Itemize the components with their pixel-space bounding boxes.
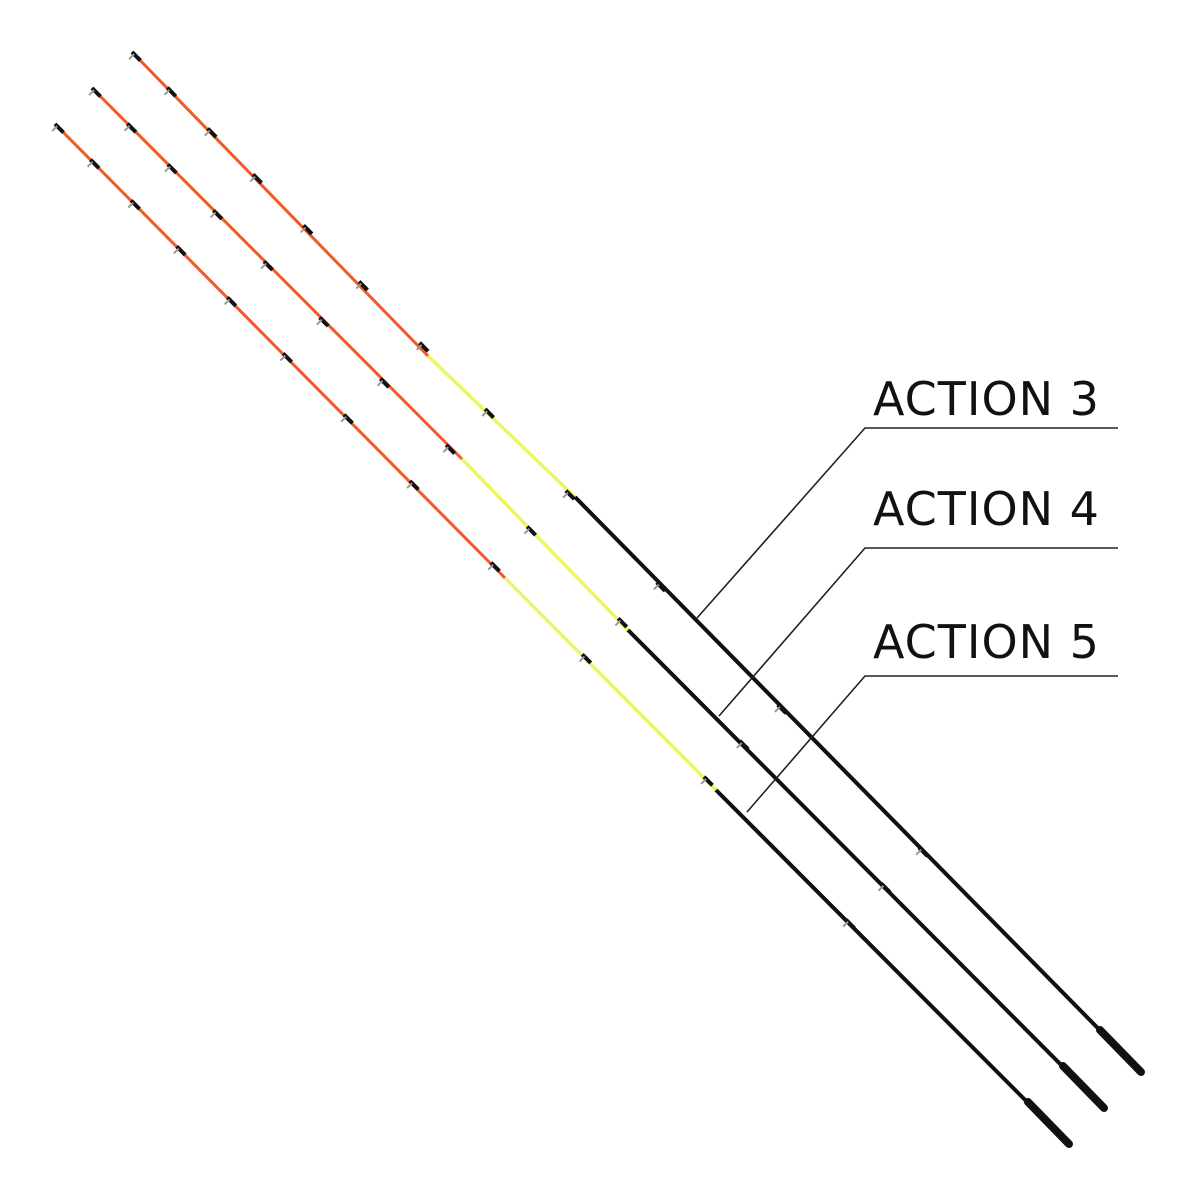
guide-ring <box>260 262 267 270</box>
guide-ring <box>415 344 423 351</box>
rod-action-5-orange-tip <box>53 122 507 580</box>
guide-ring <box>209 211 217 219</box>
leader-line-action-4 <box>718 547 1118 717</box>
guide-ring <box>842 921 849 928</box>
rod-action-3 <box>128 50 1145 1076</box>
guide-ring <box>88 89 95 96</box>
guide-ring <box>123 125 131 132</box>
guide-ring <box>562 492 569 499</box>
rod-action-3-black-blank <box>573 495 1143 1074</box>
guide-ring <box>86 161 94 168</box>
guide-ring <box>736 742 743 749</box>
leader-line-action-5 <box>746 675 1118 813</box>
guide-ring <box>340 416 347 423</box>
callout-action-3: ACTION 3 <box>696 372 1118 619</box>
rod-action-3-butt <box>1096 1026 1145 1076</box>
guide-ring <box>279 354 286 362</box>
guide-wrap <box>302 223 314 236</box>
guide-ring <box>877 885 885 892</box>
guide-ring <box>163 89 171 96</box>
leader-line-action-3 <box>696 427 1118 619</box>
rod-action-5-yellow-section <box>503 576 718 792</box>
guide-ring <box>204 129 211 137</box>
rod-action-4-butt <box>1059 1062 1108 1112</box>
callout-action-5: ACTION 5 <box>746 615 1118 813</box>
guide-ring <box>700 778 707 785</box>
rod-action-3-orange-tip <box>130 50 430 358</box>
guide-ring <box>51 125 58 132</box>
rod-action-5-black-blank <box>714 788 1071 1146</box>
guide-ring <box>487 564 494 571</box>
guide-ring <box>774 706 781 713</box>
callout-action-4: ACTION 4 <box>718 482 1118 717</box>
guide-ring <box>653 583 660 591</box>
guide-ring <box>355 282 362 290</box>
guide-wrap <box>776 703 788 715</box>
guide-ring <box>523 528 530 535</box>
guide-ring <box>173 247 180 255</box>
guide-ring <box>128 53 135 60</box>
guide-ring <box>376 380 384 387</box>
rod-action-4 <box>88 86 1108 1112</box>
guide-wrap <box>166 163 178 175</box>
guide-ring <box>127 201 134 209</box>
guide-wrap <box>175 244 187 257</box>
label-action-4: ACTION 4 <box>873 482 1100 536</box>
guide-ring <box>406 482 413 489</box>
rod-action-5-butt <box>1024 1098 1073 1148</box>
guide-wrap <box>53 122 65 134</box>
rod-action-4-black-blank <box>626 628 1106 1110</box>
guide-ring <box>316 318 323 326</box>
rod-action-4-orange-tip <box>90 86 464 461</box>
guide-ring <box>442 446 450 453</box>
guide-wrap <box>251 172 263 185</box>
rod-action-4-guides <box>88 86 892 894</box>
guide-wrap <box>89 158 101 170</box>
rod-action-5 <box>51 122 1073 1148</box>
guide-ring <box>614 619 622 627</box>
guide-ring <box>164 165 171 173</box>
rod-action-3-guides <box>128 50 929 858</box>
guide-ring <box>299 226 307 234</box>
guide-ring <box>578 655 586 663</box>
guide-wrap <box>126 122 138 134</box>
rod-action-3-yellow-section <box>426 354 577 499</box>
rod-action-5-guides <box>51 122 856 930</box>
label-action-5: ACTION 5 <box>873 615 1100 669</box>
guide-ring <box>481 410 488 417</box>
guide-ring <box>223 298 231 306</box>
guide-ring <box>249 175 256 183</box>
guide-ring <box>915 849 922 856</box>
label-action-3: ACTION 3 <box>873 372 1100 426</box>
guide-wrap <box>564 489 576 501</box>
rod-action-4-yellow-section <box>460 457 630 632</box>
